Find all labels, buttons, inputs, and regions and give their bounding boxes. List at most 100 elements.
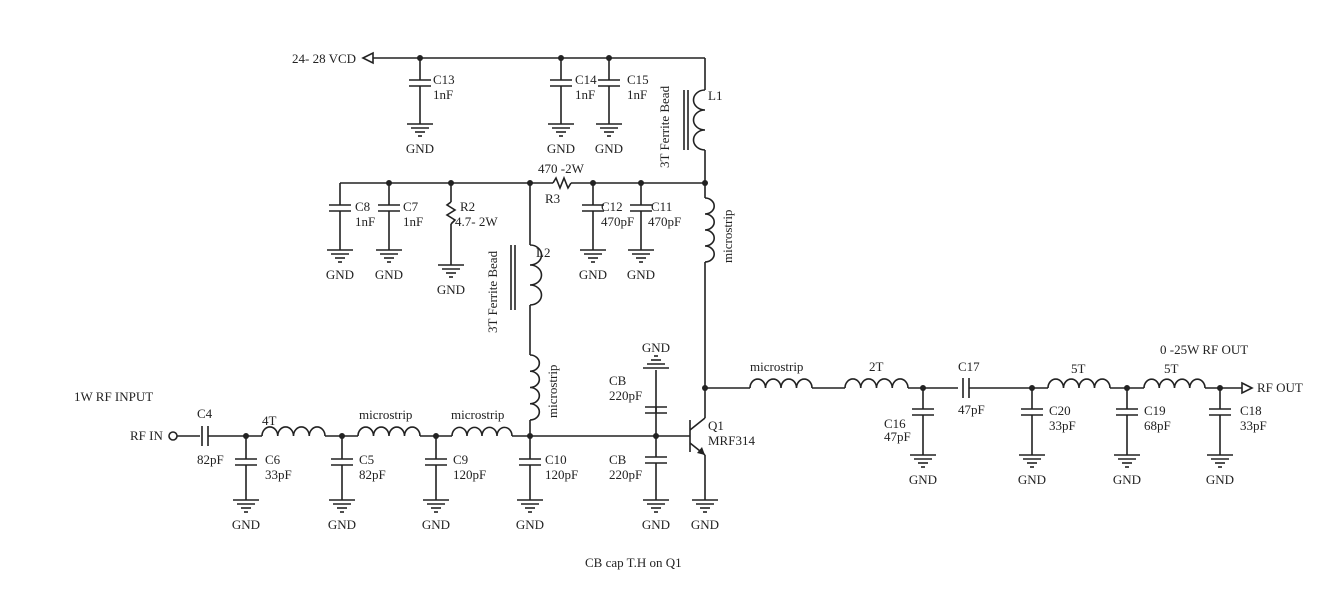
gnd-label: GND (547, 141, 575, 156)
c7-ref: C7 (403, 199, 419, 214)
junction-dot (339, 433, 345, 439)
r3-ref: R3 (545, 191, 560, 206)
rf-out-title: 0 -25W RF OUT (1160, 342, 1248, 357)
rf-out-arrow (1241, 381, 1254, 395)
microstrip-label-out: microstrip (750, 359, 803, 374)
l5t-b-label: 5T (1164, 361, 1179, 376)
c5-ref: C5 (359, 452, 374, 467)
junction-dot (590, 180, 596, 186)
c15-ref: C15 (627, 72, 649, 87)
gnd-label: GND (579, 267, 607, 282)
junction-dot (448, 180, 454, 186)
r3-resistor (552, 175, 572, 191)
c12-ref: C12 (601, 199, 623, 214)
c11-value: 470pF (648, 214, 681, 229)
microstrip-in-1 (357, 426, 421, 437)
c17-value: 47pF (958, 402, 985, 417)
microstrip-drain (704, 197, 715, 263)
l4t-label: 4T (262, 413, 277, 428)
microstrip-label-2: microstrip (451, 407, 504, 422)
c9-value: 120pF (453, 467, 486, 482)
l5t-a-label: 5T (1071, 361, 1086, 376)
rf-input-title: 1W RF INPUT (74, 389, 153, 404)
c4-ref: C4 (197, 406, 213, 421)
r2-value: 4.7- 2W (455, 214, 498, 229)
components: GND GND GND GND GND GND GND GND GND GND GND GND GND G… (168, 51, 1254, 532)
c14-ref: C14 (575, 72, 597, 87)
c7-value: 1nF (403, 214, 423, 229)
c11-ref: C11 (651, 199, 672, 214)
cb-bot-value: 220pF (609, 467, 642, 482)
junction-dot (920, 385, 926, 391)
vcc-label: 24- 28 VCD (292, 51, 356, 66)
r3-value: 470 -2W (538, 161, 585, 176)
c13-value: 1nF (433, 87, 453, 102)
rf-in-port (168, 431, 178, 441)
microstrip-label-drain: microstrip (720, 210, 735, 263)
l2t-label: 2T (869, 359, 884, 374)
q1-ref: Q1 (708, 418, 724, 433)
c4-value: 82pF (197, 452, 224, 467)
junction-dot (1124, 385, 1130, 391)
vcc-arrow (361, 51, 374, 65)
gnd-label: GND (642, 340, 670, 355)
junction-dot (653, 433, 659, 439)
gnd-label: GND (691, 517, 719, 532)
gnd-label: GND (437, 282, 465, 297)
gnd-label: GND (1206, 472, 1234, 487)
cb-top-value: 220pF (609, 388, 642, 403)
c19-ref: C19 (1144, 403, 1166, 418)
microstrip-base (529, 354, 541, 421)
gnd-label: GND (627, 267, 655, 282)
c12-value: 470pF (601, 214, 634, 229)
c9-ref: C9 (453, 452, 468, 467)
l2-inductor (529, 244, 543, 306)
l1-ref: L1 (708, 88, 722, 103)
note-label: CB cap T.H on Q1 (585, 555, 682, 570)
microstrip-label-base: microstrip (545, 365, 560, 418)
c17-ref: C17 (958, 359, 980, 374)
r2-ref: R2 (460, 199, 475, 214)
c14-value: 1nF (575, 87, 595, 102)
c10-value: 120pF (545, 467, 578, 482)
microstrip-out (749, 378, 813, 389)
microstrip-label-1: microstrip (359, 407, 412, 422)
c20-value: 33pF (1049, 418, 1076, 433)
junction-dot (243, 433, 249, 439)
rf-out-label: RF OUT (1257, 380, 1303, 395)
cb-bot-ref: CB (609, 452, 627, 467)
c18-ref: C18 (1240, 403, 1262, 418)
junction-dot (417, 55, 423, 61)
c15-value: 1nF (627, 87, 647, 102)
junction-dot (606, 55, 612, 61)
q1-value: MRF314 (708, 433, 755, 448)
r2-resistor (445, 201, 457, 225)
wires (177, 57, 1242, 513)
gnd-label: GND (422, 517, 450, 532)
l1-desc: 3T Ferrite Bead (657, 85, 672, 168)
junction-dot (1029, 385, 1035, 391)
gnd-label: GND (406, 141, 434, 156)
gnd-label: GND (232, 517, 260, 532)
c6-ref: C6 (265, 452, 281, 467)
junction-dot (386, 180, 392, 186)
gnd-label: GND (516, 517, 544, 532)
q1-collector (689, 417, 706, 431)
gnd-label: GND (326, 267, 354, 282)
junction-dot (527, 433, 533, 439)
q1-emitter-arrow (697, 447, 705, 455)
rf-in-label: RF IN (130, 428, 163, 443)
c8-ref: C8 (355, 199, 370, 214)
cb-top-ref: CB (609, 373, 627, 388)
junction-dot (433, 433, 439, 439)
microstrip-in-2 (451, 426, 513, 437)
c13-ref: C13 (433, 72, 455, 87)
junction-dot (558, 55, 564, 61)
gnd-label: GND (909, 472, 937, 487)
gnd-label: GND (642, 517, 670, 532)
c6-value: 33pF (265, 467, 292, 482)
gnd-label: GND (328, 517, 356, 532)
l1-inductor (692, 89, 706, 151)
l5t-b-inductor (1143, 378, 1206, 389)
